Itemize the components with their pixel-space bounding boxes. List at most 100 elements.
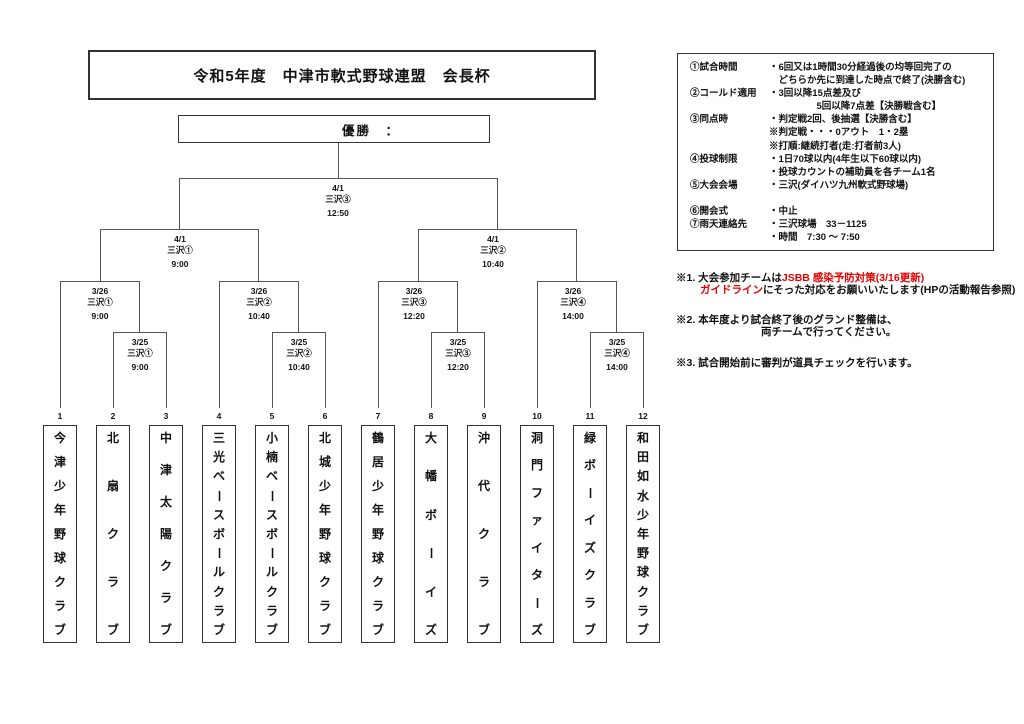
rule-label [690,74,769,87]
team-seed: 4 [213,410,225,422]
note-text: ※1. 大会参加チームは [676,272,782,284]
match-venue: 三沢① [127,348,153,358]
team-box: 大幡ボーイズ [414,425,448,643]
team-name: 三光ベースボールクラブ [211,431,226,637]
note-3: ※3. 試合開始前に審判が道具チェックを行います。 [676,357,1016,369]
bracket-line [113,332,166,334]
match-date: 3/26 [91,286,109,296]
rule-text: ※打順:継続打者(走:打者前3人) [769,140,901,152]
match-time: 9:00 [131,362,149,372]
team-column-1: 1 今津少年野球クラブ [43,406,77,643]
bracket-line [457,281,459,332]
team-column-4: 4 三光ベースボールクラブ [202,406,236,643]
notes-section: ※1. 大会参加チームはJSBB 感染予防対策(3/16更新) ガイドラインにそ… [676,272,1016,369]
team-name: 中津太陽クラブ [159,431,172,637]
rule-label: ③同点時 [690,114,729,126]
match-label-first-4: 3/25 三沢④ 14:00 [585,337,649,373]
rule-row: ③同点時・判定戦2回、後抽選【決勝含む】 [690,113,987,126]
bracket-line [616,281,618,332]
rule-label: ②コールド適用 [690,88,757,100]
match-date: 4/1 [332,183,344,193]
match-label-quarter-4: 3/26 三沢④ 14:00 [541,286,605,322]
rule-row: ⑥開会式・中止 [690,205,987,218]
team-name: 洞門ファイターズ [529,431,544,637]
team-box: 沖代クラブ [467,425,501,643]
match-venue: 三沢③ [325,194,351,204]
rule-label [690,231,769,244]
match-venue: 三沢② [480,245,506,255]
bracket-line [113,332,115,408]
match-label-first-2: 3/25 三沢② 10:40 [267,337,331,373]
bracket-line [576,229,578,281]
match-label-semifinal-2: 4/1 三沢② 10:40 [461,234,525,270]
team-name: 沖代クラブ [477,431,490,637]
bracket-line [418,229,420,281]
team-column-9: 9 沖代クラブ [467,406,501,643]
rule-text: 5回以降7点差【決勝戦含む】 [769,101,942,113]
match-time: 12:20 [447,362,469,372]
team-column-8: 8 大幡ボーイズ [414,406,448,643]
note-2: ※2. 本年度より試合終了後のグランド整備は、 両チームで行ってください。 [676,314,1016,338]
rule-row: 5回以降7点差【決勝戦含む】 [690,100,987,113]
bracket-line [60,281,62,408]
bracket-line [537,281,539,408]
team-column-5: 5 小楠ベースボールクラブ [255,406,289,643]
rule-text: どちらか先に到達した時点で終了(決勝含む) [769,75,966,87]
bracket-line [219,281,299,283]
rule-row: ②コールド適用・3回以降15点差及び [690,87,987,100]
match-date: 3/26 [564,286,582,296]
match-date: 3/25 [290,337,308,347]
match-label-quarter-2: 3/26 三沢② 10:40 [227,286,291,322]
rule-text: ・中止 [769,206,798,218]
rule-label [690,126,769,139]
team-seed: 5 [266,410,278,422]
team-column-6: 6 北城少年野球クラブ [308,406,342,643]
match-time: 14:00 [606,362,628,372]
champion-label: 優勝 ： [342,123,401,138]
rule-text: ・1日70球以内(4年生以下60球以内) [769,153,922,165]
match-time: 12:50 [327,208,349,218]
team-name: 小楠ベースボールクラブ [264,431,279,637]
rule-row: ④投球制限・1日70球以内(4年生以下60球以内) [690,153,987,166]
note-text-red: JSBB 感染予防対策(3/16更新) [781,272,925,284]
match-time: 10:40 [288,362,310,372]
bracket-line [590,332,643,334]
note-3-line-1: ※3. 試合開始前に審判が道具チェックを行います。 [676,357,918,369]
bracket-line [537,281,617,283]
team-name: 今津少年野球クラブ [53,431,66,637]
team-name: 北城少年野球クラブ [318,431,331,637]
rule-row: ⑦雨天連絡先・三沢球場 33－1125 [690,218,987,231]
team-name: 鶴居少年野球クラブ [371,431,384,637]
match-label-first-3: 3/25 三沢③ 12:20 [426,337,490,373]
match-date: 3/25 [131,337,149,347]
team-name: 大幡ボーイズ [423,431,438,637]
rule-label [690,166,769,179]
note-2-line-2: 両チームで行ってください。 [761,326,897,338]
bracket-line [139,281,141,332]
bracket-line [179,178,498,180]
team-box: 緑ボーイズクラブ [573,425,607,643]
team-name: 緑ボーイズクラブ [582,431,597,637]
match-venue: 三沢① [167,245,193,255]
match-time: 10:40 [482,259,504,269]
team-seed: 10 [529,410,545,422]
champion-box: 優勝 ： [178,115,490,143]
team-column-10: 10 洞門ファイターズ [520,406,554,643]
bracket-line [100,229,259,231]
rule-text: ・投球カウントの補助員を各チーム1名 [769,166,936,178]
team-box: 北扇クラブ [96,425,130,643]
bracket-line [179,178,181,229]
bracket-line [272,332,274,408]
bracket-line [219,281,221,408]
match-label-quarter-3: 3/26 三沢③ 12:20 [382,286,446,322]
team-name: 和田如水少年野球クラブ [636,431,649,637]
match-time: 9:00 [171,259,189,269]
team-seed: 12 [635,410,651,422]
team-box: 今津少年野球クラブ [43,425,77,643]
match-date: 3/26 [405,286,423,296]
match-label-first-1: 3/25 三沢① 9:00 [108,337,172,373]
match-date: 3/25 [608,337,626,347]
rule-row: ・投球カウントの補助員を各チーム1名 [690,166,987,179]
bracket-line [590,332,592,408]
